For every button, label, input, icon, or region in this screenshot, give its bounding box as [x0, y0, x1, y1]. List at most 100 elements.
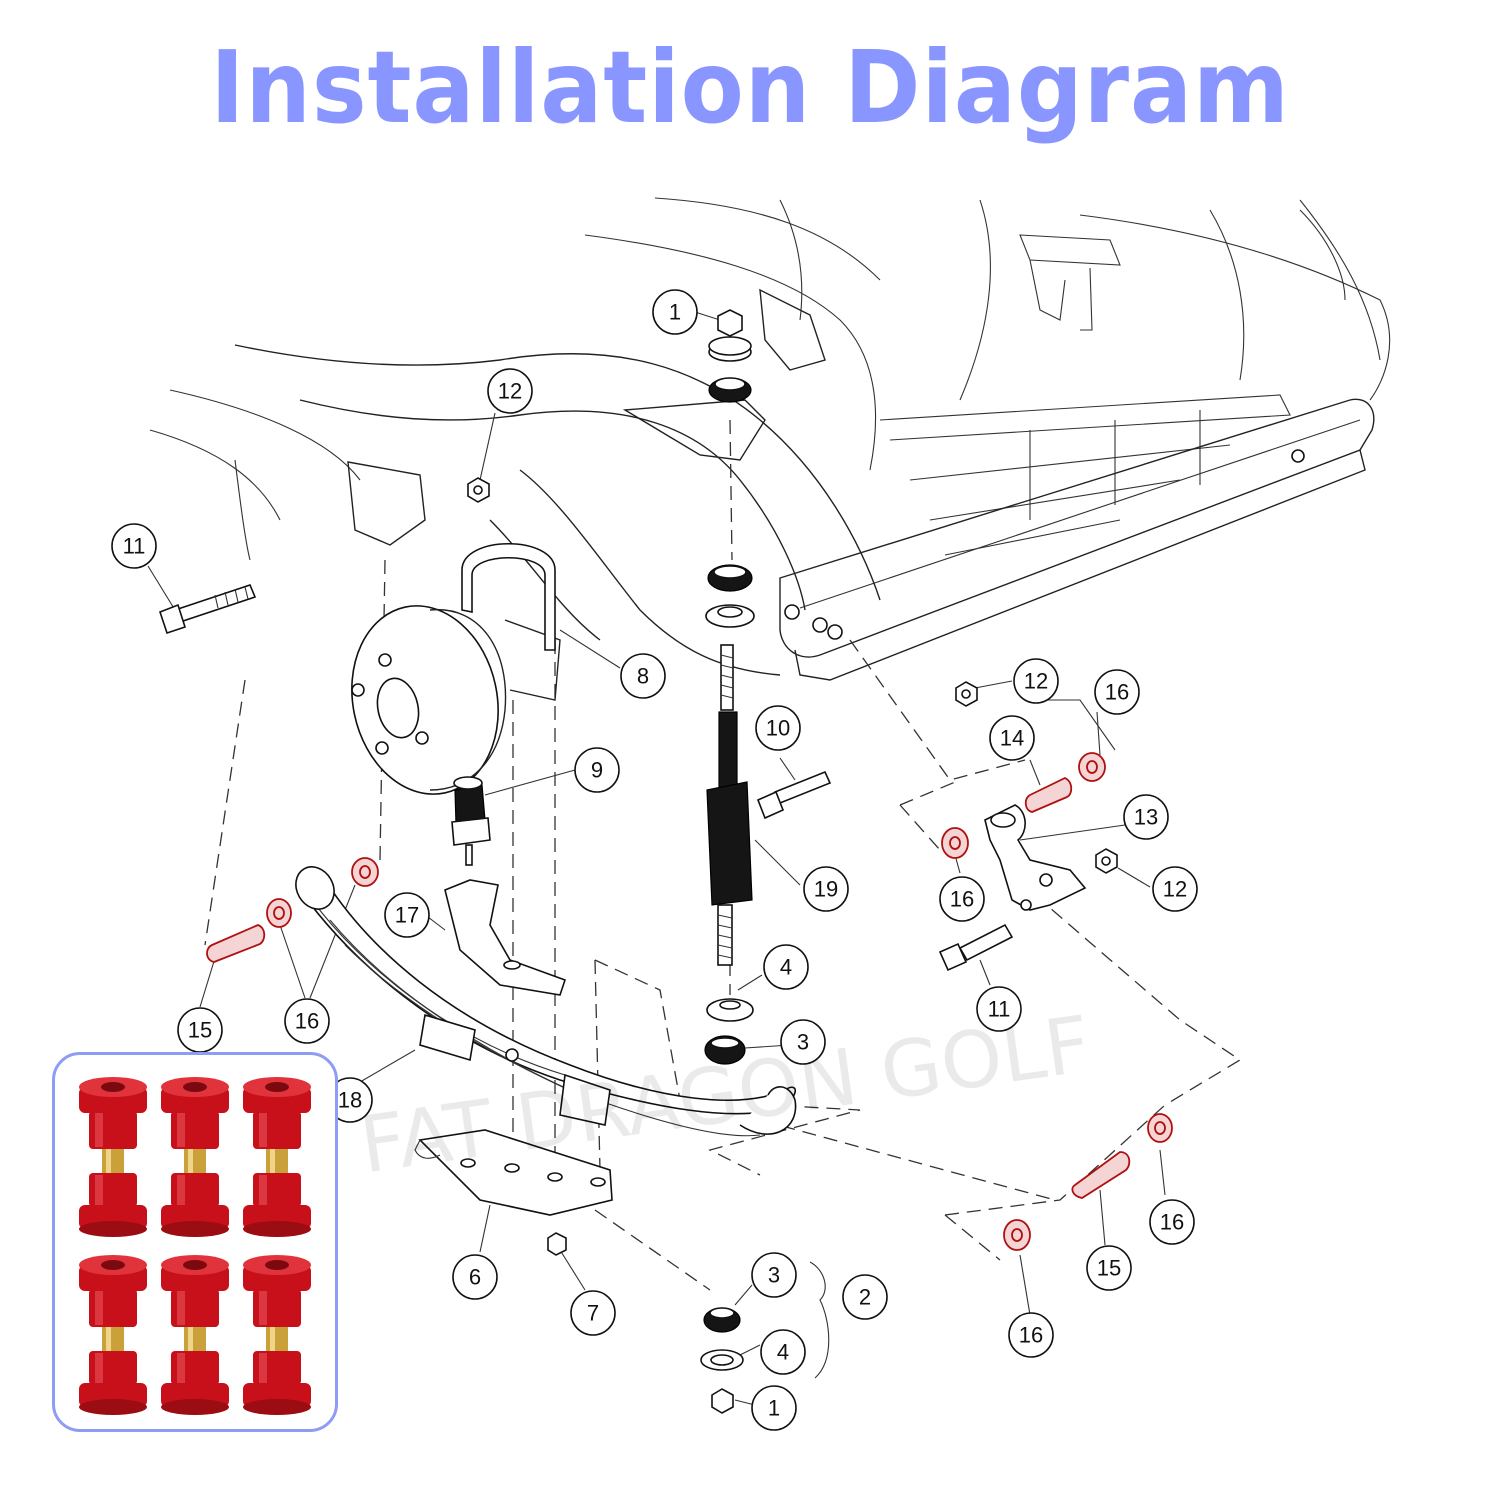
svg-text:16: 16 [950, 887, 974, 912]
callout-3-bottom: 3 [751, 1252, 797, 1298]
callout-11-lower: 11 [976, 986, 1022, 1032]
svg-text:4: 4 [777, 1340, 789, 1365]
callout-16-lower-right: 16 [1149, 1199, 1195, 1245]
callout-13: 13 [1123, 794, 1169, 840]
bolt-11-lower [938, 923, 1014, 972]
svg-text:15: 15 [188, 1018, 212, 1043]
callout-8: 8 [620, 653, 666, 699]
svg-text:1: 1 [768, 1396, 780, 1421]
callout-12-right: 12 [1152, 866, 1198, 912]
svg-text:8: 8 [637, 664, 649, 689]
svg-text:1: 1 [669, 300, 681, 325]
svg-text:12: 12 [1163, 877, 1187, 902]
nut-12-right [1095, 848, 1118, 874]
svg-text:9: 9 [591, 758, 603, 783]
diagram-title: Installation Diagram [210, 29, 1290, 146]
nut-7 [547, 1232, 567, 1256]
callout-4-mid: 4 [763, 944, 809, 990]
u-bolt-8 [461, 543, 556, 651]
bushing-kit-inset [52, 1052, 338, 1432]
callout-2: 2 [842, 1274, 888, 1320]
callout-16-lower-left: 16 [1008, 1312, 1054, 1358]
bushing-assembly [79, 1255, 147, 1415]
callout-16-left: 16 [284, 998, 330, 1044]
shock-absorber-19 [706, 644, 753, 966]
leaf-spring-18 [295, 866, 797, 1137]
bushing-kit-illustration [79, 1077, 311, 1415]
callout-16-right-upper: 16 [1094, 669, 1140, 715]
svg-text:17: 17 [395, 903, 419, 928]
nut-12-upper [467, 477, 490, 503]
bushing-assembly [243, 1255, 311, 1415]
shock-top-stack [705, 564, 755, 628]
svg-text:14: 14 [1000, 726, 1024, 751]
plate-17 [444, 879, 567, 996]
red-bushings [206, 752, 1173, 1251]
callout-19: 19 [803, 866, 849, 912]
svg-text:10: 10 [766, 716, 790, 741]
bushing-16-lower-a [1147, 1113, 1173, 1143]
svg-text:6: 6 [469, 1265, 481, 1290]
bushing-assembly [243, 1077, 311, 1237]
sleeve-14 [1024, 776, 1073, 813]
callout-12-upper: 12 [487, 368, 533, 414]
callout-14: 14 [989, 715, 1035, 761]
wheel-hub [351, 605, 561, 795]
svg-text:11: 11 [988, 997, 1011, 1022]
callout-15-right: 15 [1086, 1245, 1132, 1291]
bushing-16-right-b [941, 827, 969, 859]
sleeve-15-right [1071, 1151, 1131, 1199]
shock-bottom-stack [704, 998, 754, 1065]
callout-16-right-mid: 16 [939, 876, 985, 922]
callout-18: 18 [327, 1077, 373, 1123]
callout-10: 10 [755, 705, 801, 751]
parts [159, 309, 1305, 1414]
callout-4-bottom: 4 [760, 1329, 806, 1375]
bushing-16-right-a [1078, 752, 1106, 782]
svg-text:15: 15 [1097, 1256, 1121, 1281]
callout-9: 9 [574, 747, 620, 793]
bushing-16-lower-b [1003, 1219, 1031, 1251]
svg-text:16: 16 [1105, 680, 1129, 705]
bumper-bolts [784, 449, 1305, 640]
callout-1-bottom: 1 [751, 1385, 797, 1431]
callout-11-upper: 11 [111, 523, 157, 569]
callout-3-mid: 3 [780, 1019, 826, 1065]
bolt-11-upper [159, 584, 257, 635]
svg-text:12: 12 [1024, 669, 1048, 694]
sleeve-15-left [206, 924, 266, 963]
svg-text:16: 16 [295, 1009, 319, 1034]
bump-stop-9 [451, 776, 491, 866]
shackle-13 [984, 804, 1087, 911]
bushing-assembly [161, 1077, 229, 1237]
bottom-mount-stack [700, 1307, 744, 1414]
bushing-16-left-b [351, 857, 379, 887]
svg-text:16: 16 [1019, 1323, 1043, 1348]
svg-text:7: 7 [587, 1301, 599, 1326]
svg-text:2: 2 [859, 1285, 871, 1310]
bushing-assembly [161, 1255, 229, 1415]
svg-text:3: 3 [797, 1030, 809, 1055]
svg-text:19: 19 [814, 877, 838, 902]
svg-text:3: 3 [768, 1263, 780, 1288]
vehicle-frame [149, 197, 1391, 681]
callout-7: 7 [570, 1290, 616, 1336]
svg-text:4: 4 [780, 955, 792, 980]
nut-12-upper-right [955, 681, 978, 707]
callout-1-top: 1 [652, 289, 698, 335]
svg-text:16: 16 [1160, 1210, 1184, 1235]
svg-text:18: 18 [338, 1088, 362, 1113]
spring-plate-6 [414, 1129, 613, 1216]
top-mount-stack [708, 309, 752, 403]
bushing-16-left-a [266, 898, 292, 928]
bushing-assembly [79, 1077, 147, 1237]
callout-17: 17 [384, 892, 430, 938]
svg-text:13: 13 [1134, 805, 1158, 830]
callout-12-right-upper: 12 [1013, 658, 1059, 704]
callout-6: 6 [452, 1254, 498, 1300]
svg-text:12: 12 [498, 379, 522, 404]
callout-15-left: 15 [177, 1007, 223, 1053]
svg-text:11: 11 [123, 534, 146, 559]
callouts: 1 12 11 8 9 10 12 14 16 13 16 12 19 17 1… [111, 289, 1198, 1431]
